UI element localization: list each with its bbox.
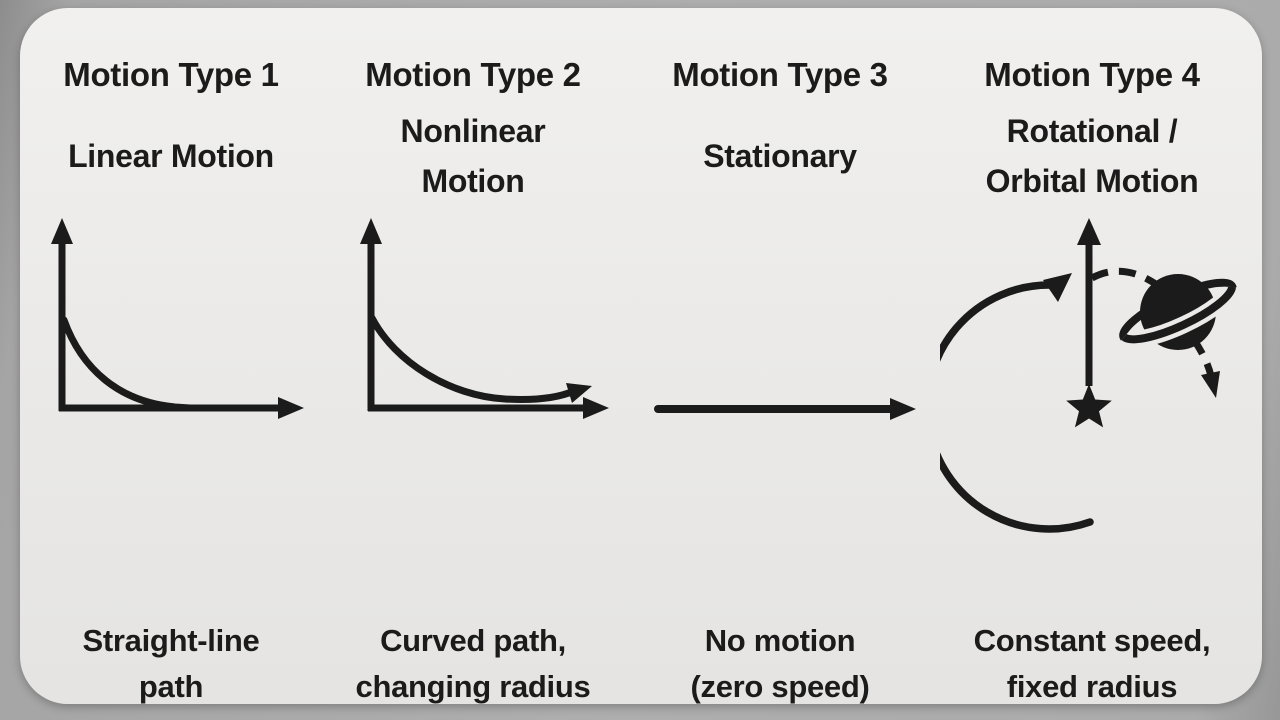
star-icon — [1066, 384, 1112, 428]
motion-type-2-caption: Curved path, changing radius — [355, 623, 591, 704]
motion-type-2-title: Motion Type 2 — [365, 56, 581, 93]
motion-type-1-caption: Straight-line path — [82, 623, 260, 704]
motion-type-3-title: Motion Type 3 — [672, 56, 888, 93]
decay-curve-graph-icon — [51, 218, 304, 419]
motion-type-3-subtitle: Stationary — [703, 138, 857, 174]
motion-column-3: Motion Type 3 Stationary No motion (zero… — [620, 0, 940, 720]
y-axis-arrow-icon — [51, 218, 73, 411]
horizontal-arrow-icon — [654, 398, 916, 420]
y-axis-arrow-icon — [360, 218, 382, 411]
curved-path-arrow — [368, 314, 592, 403]
planet-ring-front — [1121, 286, 1236, 344]
spin-axis-arrow-icon — [1077, 218, 1101, 386]
motion-type-1-title: Motion Type 1 — [63, 56, 279, 93]
x-axis-arrow-icon — [368, 397, 609, 419]
stationary-arrow — [654, 398, 916, 420]
motion-type-1-subtitle: Linear Motion — [68, 138, 274, 174]
motion-type-4-subtitle: Rotational / Orbital Motion — [985, 113, 1199, 199]
planet-icon — [1118, 274, 1241, 350]
rotation-arc-arrow-icon — [940, 273, 1094, 533]
motion-column-4: Motion Type 4 Rotational / Orbital Motio… — [932, 0, 1252, 720]
motion-type-2-subtitle: Nonlinear Motion — [400, 113, 546, 199]
decay-curve — [60, 316, 194, 412]
motion-type-3-caption: No motion (zero speed) — [690, 623, 870, 704]
motion-column-2: Motion Type 2 Nonlinear Motion Curved pa… — [313, 0, 633, 720]
orbit-star-planet-icon — [940, 218, 1241, 533]
orbit-dashed-arrow-icon — [1191, 338, 1220, 398]
motion-column-1: Motion Type 1 Linear Motion Straight-lin… — [11, 0, 331, 720]
curved-path-arrow-graph-icon — [360, 218, 609, 419]
motion-type-4-caption: Constant speed, fixed radius — [973, 623, 1211, 704]
slide-card — [20, 8, 1262, 704]
motion-type-4-title: Motion Type 4 — [984, 56, 1200, 93]
